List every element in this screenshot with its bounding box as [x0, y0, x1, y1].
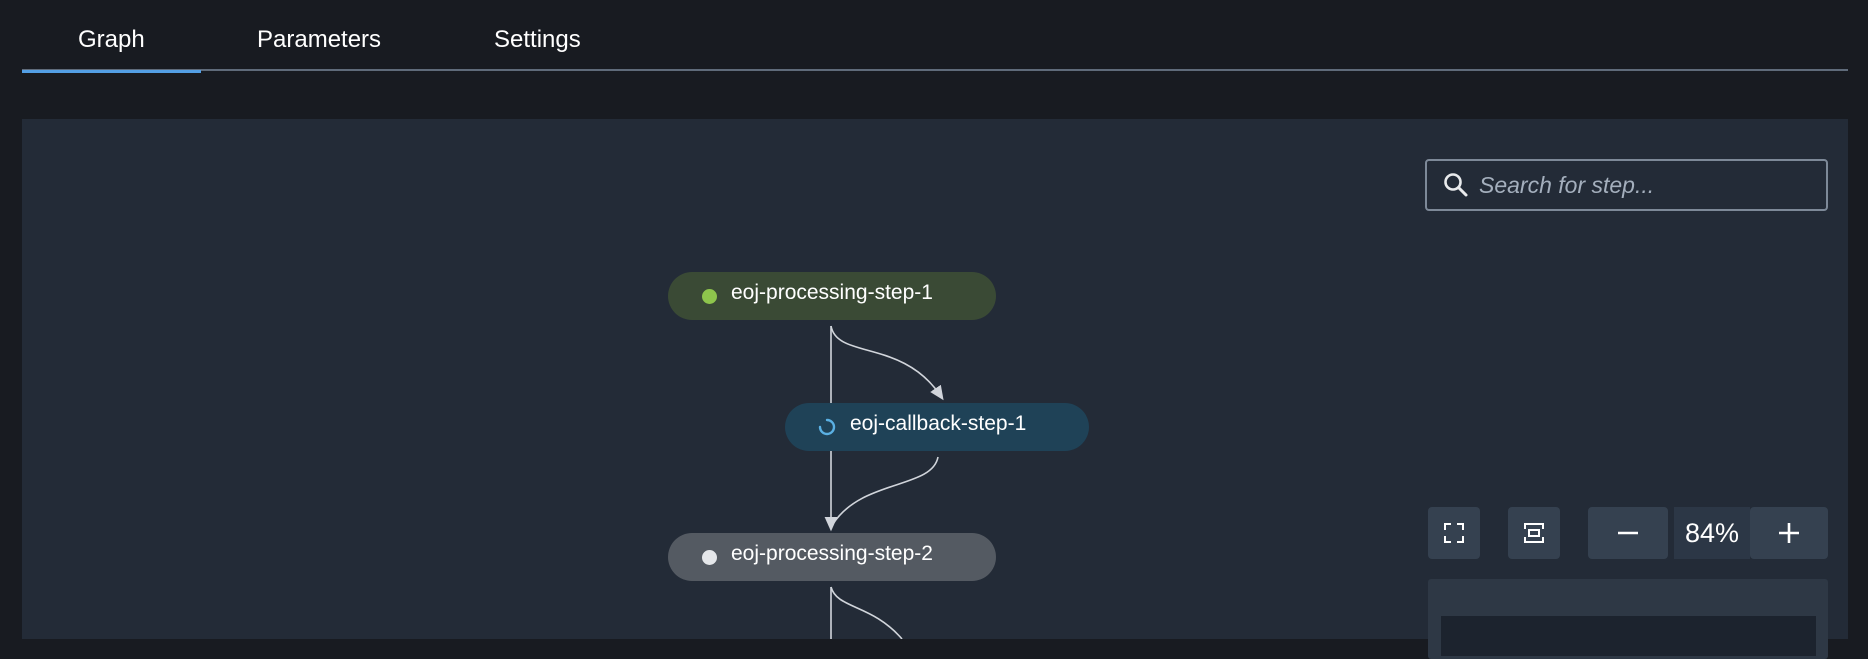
edge-step1-to-callback: [830, 325, 944, 401]
tab-bar: Graph Parameters Settings: [22, 0, 1848, 73]
status-not-started-icon: [702, 549, 717, 565]
zoom-out-button[interactable]: [1588, 507, 1668, 559]
zoom-level: 84%: [1674, 507, 1750, 559]
minus-icon: [1618, 531, 1638, 535]
minimap[interactable]: [1428, 579, 1828, 659]
search-icon: [1444, 173, 1468, 197]
graph-node[interactable]: eoj-processing-step-1: [668, 272, 996, 320]
tab-settings[interactable]: Settings: [494, 26, 581, 53]
graph-node[interactable]: eoj-callback-step-1: [785, 403, 1089, 451]
status-succeeded-icon: [702, 288, 717, 304]
step-search-box: [1425, 159, 1828, 211]
zoom-in-button[interactable]: [1750, 507, 1828, 559]
edge-step2-to-next: [830, 586, 903, 639]
tab-parameters[interactable]: Parameters: [257, 26, 382, 53]
node-label: eoj-callback-step-1: [850, 412, 1027, 435]
graph-canvas[interactable]: eoj-processing-step-1 eoj-callback-step-…: [22, 119, 1848, 659]
step-search-input[interactable]: [1479, 165, 1809, 205]
graph-node[interactable]: eoj-processing-step-2: [668, 533, 996, 581]
edge-callback-to-step2: [832, 456, 939, 525]
minimap-viewport: [1441, 616, 1816, 656]
node-label: eoj-processing-step-2: [731, 542, 933, 565]
fit-to-screen-icon: [1524, 523, 1544, 543]
fullscreen-button[interactable]: [1428, 507, 1480, 559]
in-progress-spinner-icon: [818, 418, 836, 436]
tab-graph[interactable]: Graph: [22, 26, 201, 73]
fit-to-screen-button[interactable]: [1508, 507, 1560, 559]
fullscreen-icon: [1444, 523, 1464, 543]
plus-icon: [1779, 523, 1799, 543]
node-label: eoj-processing-step-1: [731, 281, 933, 304]
